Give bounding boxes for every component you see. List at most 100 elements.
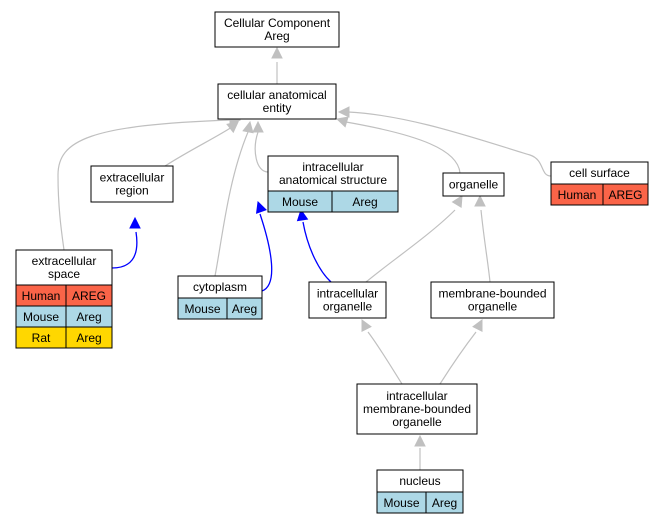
- edge-line: [214, 131, 249, 277]
- node-label: entity: [263, 101, 292, 115]
- gene-cell: [425, 491, 464, 514]
- gene-label: Areg: [432, 496, 457, 510]
- node-organelle[interactable]: organelle: [442, 172, 505, 197]
- node-label: Areg: [264, 29, 289, 43]
- species-label: Human: [22, 289, 61, 303]
- edge-arrowhead: [335, 116, 349, 128]
- gene-label: Areg: [76, 331, 101, 345]
- gene-cell: [65, 326, 113, 349]
- edge-organelle-to-cae: [335, 116, 461, 174]
- node-label: intracellular: [302, 160, 363, 174]
- node-label: organelle: [392, 415, 442, 429]
- edge-intracellular_membrane_bounded_organelle-to-membrane_bounded_organelle: [439, 319, 483, 385]
- node-label: cellular anatomical: [227, 88, 326, 102]
- node-label: organelle: [323, 300, 373, 314]
- species-label: Mouse: [184, 302, 220, 316]
- species-label: Mouse: [282, 195, 318, 209]
- edge-line: [302, 221, 332, 283]
- node-box: [267, 155, 399, 192]
- edge-arrowhead: [337, 106, 350, 118]
- edge-line: [254, 131, 269, 173]
- gene-label: Areg: [76, 310, 101, 324]
- edge-arrowhead: [451, 195, 463, 208]
- node-label: intracellular: [386, 389, 447, 403]
- species-label: Rat: [32, 331, 51, 345]
- node-box: [356, 383, 478, 435]
- edges-layer: [57, 46, 552, 470]
- edge-line: [259, 213, 273, 292]
- edge-line: [111, 231, 138, 269]
- edge-cell_surface-to-cae: [337, 106, 552, 177]
- edge-line: [439, 331, 477, 385]
- edge-nucleus-to-intracellular_membrane_bounded_organelle: [414, 434, 426, 470]
- node-box: [430, 281, 555, 319]
- node-label: extracellular: [32, 254, 97, 268]
- species-label: Mouse: [383, 496, 419, 510]
- edge-intracellular_membrane_bounded_organelle-to-intracellular_organelle: [361, 319, 403, 385]
- node-label: cytoplasm: [193, 280, 247, 294]
- edge-arrowhead: [361, 319, 372, 332]
- edge-arrowhead: [472, 319, 483, 332]
- edge-arrowhead: [129, 216, 141, 229]
- node-label: intracellular: [317, 287, 378, 301]
- edge-line: [57, 119, 231, 251]
- node-box: [90, 165, 174, 203]
- edge-line: [365, 209, 456, 283]
- node-label: membrane-bounded: [438, 287, 546, 301]
- node-label: organelle: [468, 300, 518, 314]
- gene-cell: [226, 297, 263, 320]
- edge-line: [347, 111, 552, 177]
- edge-arrowhead: [255, 200, 267, 214]
- node-box: [308, 281, 387, 319]
- node-label: organelle: [449, 178, 499, 192]
- edge-intracellular_anatomical_structure-to-cae: [252, 120, 269, 173]
- edge-membrane_bounded_organelle-to-organelle: [474, 194, 491, 283]
- edge-line: [480, 209, 491, 283]
- species-label: Mouse: [23, 310, 59, 324]
- edge-intracellular_organelle-to-intracellular_anatomical_structure: [296, 208, 332, 283]
- edge-line: [367, 331, 403, 385]
- edge-cytoplasm-to-intracellular_anatomical_structure: [255, 200, 273, 292]
- edge-line: [345, 121, 461, 174]
- node-label: anatomical structure: [279, 173, 387, 187]
- node-label: extracellular: [100, 171, 165, 185]
- node-box: [214, 11, 340, 48]
- node-label: membrane-bounded: [363, 402, 471, 416]
- gene-cell: [602, 183, 649, 206]
- edge-arrowhead: [252, 120, 264, 133]
- node-label: cell surface: [569, 166, 630, 180]
- edge-cytoplasm-to-cae: [214, 120, 254, 277]
- node-box: [442, 172, 505, 197]
- edge-cae-to-root: [271, 46, 283, 84]
- species-label: Human: [558, 188, 597, 202]
- gene-label: Areg: [232, 302, 257, 316]
- node-box: [217, 83, 337, 120]
- gene-label: AREG: [608, 188, 642, 202]
- node-label: space: [48, 267, 80, 281]
- edge-arrowhead: [474, 194, 486, 207]
- gene-label: Areg: [352, 195, 377, 209]
- edge-arrowhead: [414, 434, 426, 447]
- gene-label: AREG: [72, 289, 106, 303]
- edge-line: [164, 126, 233, 167]
- edge-extracellular_space-to-extracellular_region: [111, 216, 141, 269]
- edge-arrowhead: [271, 46, 283, 59]
- gene-cell: [331, 190, 399, 213]
- node-label: nucleus: [399, 474, 440, 488]
- node-label: Cellular Component: [224, 16, 331, 30]
- node-label: region: [115, 184, 148, 198]
- edge-arrowhead: [242, 120, 254, 134]
